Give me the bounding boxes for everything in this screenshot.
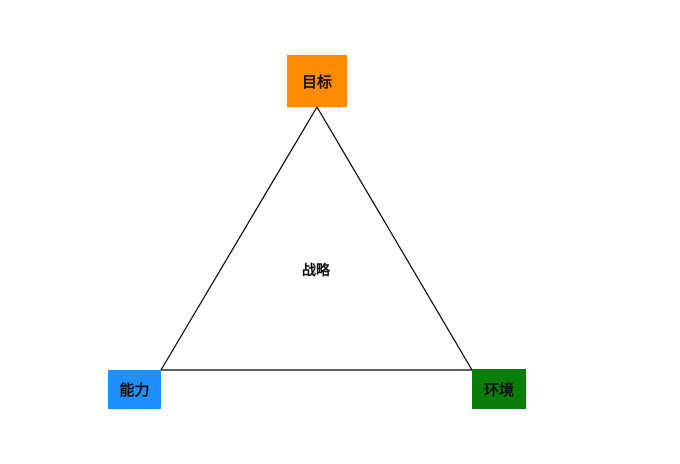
node-environment: 环境: [472, 369, 526, 409]
edge-target-capability: [160, 106, 318, 371]
center-label-strategy: 战略: [302, 263, 330, 279]
node-target: 目标: [287, 55, 347, 107]
edge-target-environment: [316, 106, 473, 371]
node-capability: 能力: [108, 370, 161, 409]
